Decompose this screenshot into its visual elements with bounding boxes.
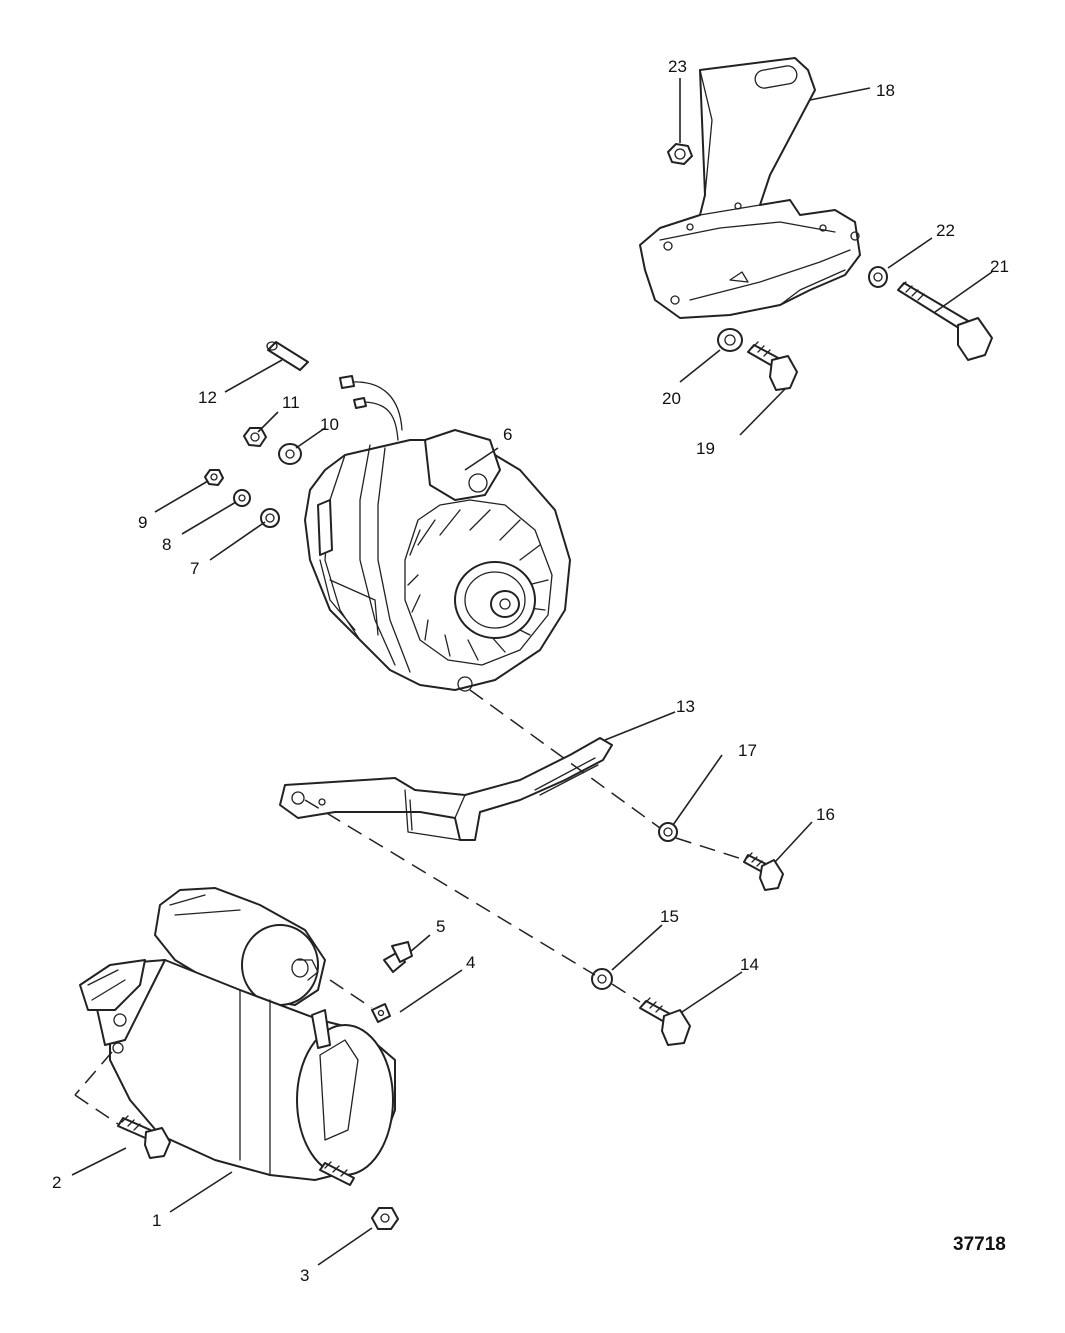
callout-14: 14 xyxy=(740,955,759,974)
callout-7: 7 xyxy=(190,559,199,578)
callout-9: 9 xyxy=(138,513,147,532)
washer-7 xyxy=(260,508,280,528)
nut-23 xyxy=(667,143,693,165)
figure-number: 37718 xyxy=(953,1234,1006,1255)
callout-12: 12 xyxy=(198,388,217,407)
callout-11: 11 xyxy=(282,393,300,412)
callout-1: 1 xyxy=(152,1211,161,1230)
bolt-19 xyxy=(747,341,798,391)
callout-10: 10 xyxy=(320,415,339,434)
callout-6: 6 xyxy=(503,425,512,444)
callout-5: 5 xyxy=(436,917,445,936)
callout-21: 21 xyxy=(990,257,1009,276)
callout-17: 17 xyxy=(738,741,757,760)
alternator-wire-lead xyxy=(339,375,403,441)
callout-3: 3 xyxy=(300,1266,309,1285)
washer-10 xyxy=(278,443,302,465)
screw-5 xyxy=(383,941,413,973)
leader-lines xyxy=(71,78,993,1266)
lockwasher-8 xyxy=(233,489,251,507)
nut-3 xyxy=(371,1207,399,1230)
callout-22: 22 xyxy=(936,221,955,240)
bolt-2 xyxy=(117,1115,171,1159)
washer-15 xyxy=(591,968,613,990)
callout-23: 23 xyxy=(668,57,687,76)
bolt-14 xyxy=(639,997,691,1046)
alternator xyxy=(304,429,571,692)
callout-labels: 1 2 3 4 5 6 7 8 9 10 11 12 13 14 15 16 1… xyxy=(52,57,1009,1285)
callout-19: 19 xyxy=(696,439,715,458)
callout-8: 8 xyxy=(162,535,171,554)
bolt-16 xyxy=(743,852,784,891)
pin-12 xyxy=(266,341,309,371)
callout-2: 2 xyxy=(52,1173,61,1192)
square-nut-4 xyxy=(371,1003,391,1023)
callout-16: 16 xyxy=(816,805,835,824)
callout-15: 15 xyxy=(660,907,679,926)
bolt-21 xyxy=(897,281,993,361)
adjusting-bracket-13 xyxy=(279,737,613,841)
washer-20 xyxy=(717,328,743,352)
upper-mounting-bracket xyxy=(639,57,861,319)
starter-motor xyxy=(79,887,396,1186)
nut-11 xyxy=(243,427,267,447)
nut-9 xyxy=(204,469,224,486)
washer-22 xyxy=(868,266,888,288)
callout-4: 4 xyxy=(466,953,475,972)
assembly-lines xyxy=(74,689,746,1125)
callout-20: 20 xyxy=(662,389,681,408)
callout-13: 13 xyxy=(676,697,695,716)
callout-18: 18 xyxy=(876,81,895,100)
washer-17 xyxy=(658,822,678,842)
